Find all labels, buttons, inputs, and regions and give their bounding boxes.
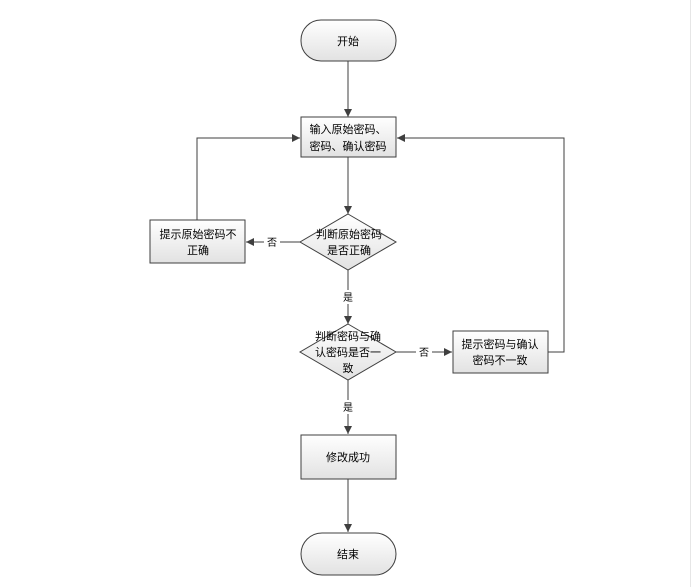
node-check-match-line-1: 判断密码与确 [315,329,381,343]
edge-mismatch-to-input [397,134,565,353]
node-start: 开始 [300,19,397,62]
node-check-match: 判断密码与确 认密码是否一 致 [299,323,397,381]
node-check-original-line-1: 判断原始密码 [316,227,382,241]
node-original-wrong-line-2: 正确 [187,244,209,257]
edge-label-yes-2: 是 [343,402,353,414]
node-success: 修改成功 [300,434,397,480]
node-success-label: 修改成功 [326,450,370,464]
edge-label-bg [340,400,356,414]
node-end: 结束 [300,532,397,576]
right-edge-rule [690,0,691,587]
edge-wrong-to-input [196,134,300,220]
node-input-line-2: 密码、确认密码 [310,139,387,153]
edge-label-bg [416,345,432,359]
edge-label-bg [340,290,356,304]
node-original-wrong-line-1: 提示原始密码不 [160,227,237,241]
edge-label-bg [264,235,280,249]
node-input: 输入原始密码、 密码、确认密码 [300,116,397,158]
node-mismatch-line-1: 提示密码与确认 [462,337,539,351]
node-check-match-line-3: 致 [343,361,354,375]
node-end-label: 结束 [337,548,359,561]
node-check-match-line-2: 认密码是否一 [315,345,381,359]
node-original-wrong: 提示原始密码不 正确 [149,219,246,264]
node-start-label: 开始 [337,34,359,48]
edge-label-yes-1: 是 [343,292,353,304]
node-mismatch-line-2: 密码不一致 [473,353,528,367]
node-input-line-1: 输入原始密码、 [310,122,387,136]
edge-label-no-2: 否 [419,347,429,359]
node-check-original: 判断原始密码 是否正确 [299,213,397,271]
node-mismatch: 提示密码与确认 密码不一致 [452,330,549,374]
edge-label-no-1: 否 [267,237,277,249]
connectors [196,61,565,532]
node-check-original-line-2: 是否正确 [327,244,371,257]
